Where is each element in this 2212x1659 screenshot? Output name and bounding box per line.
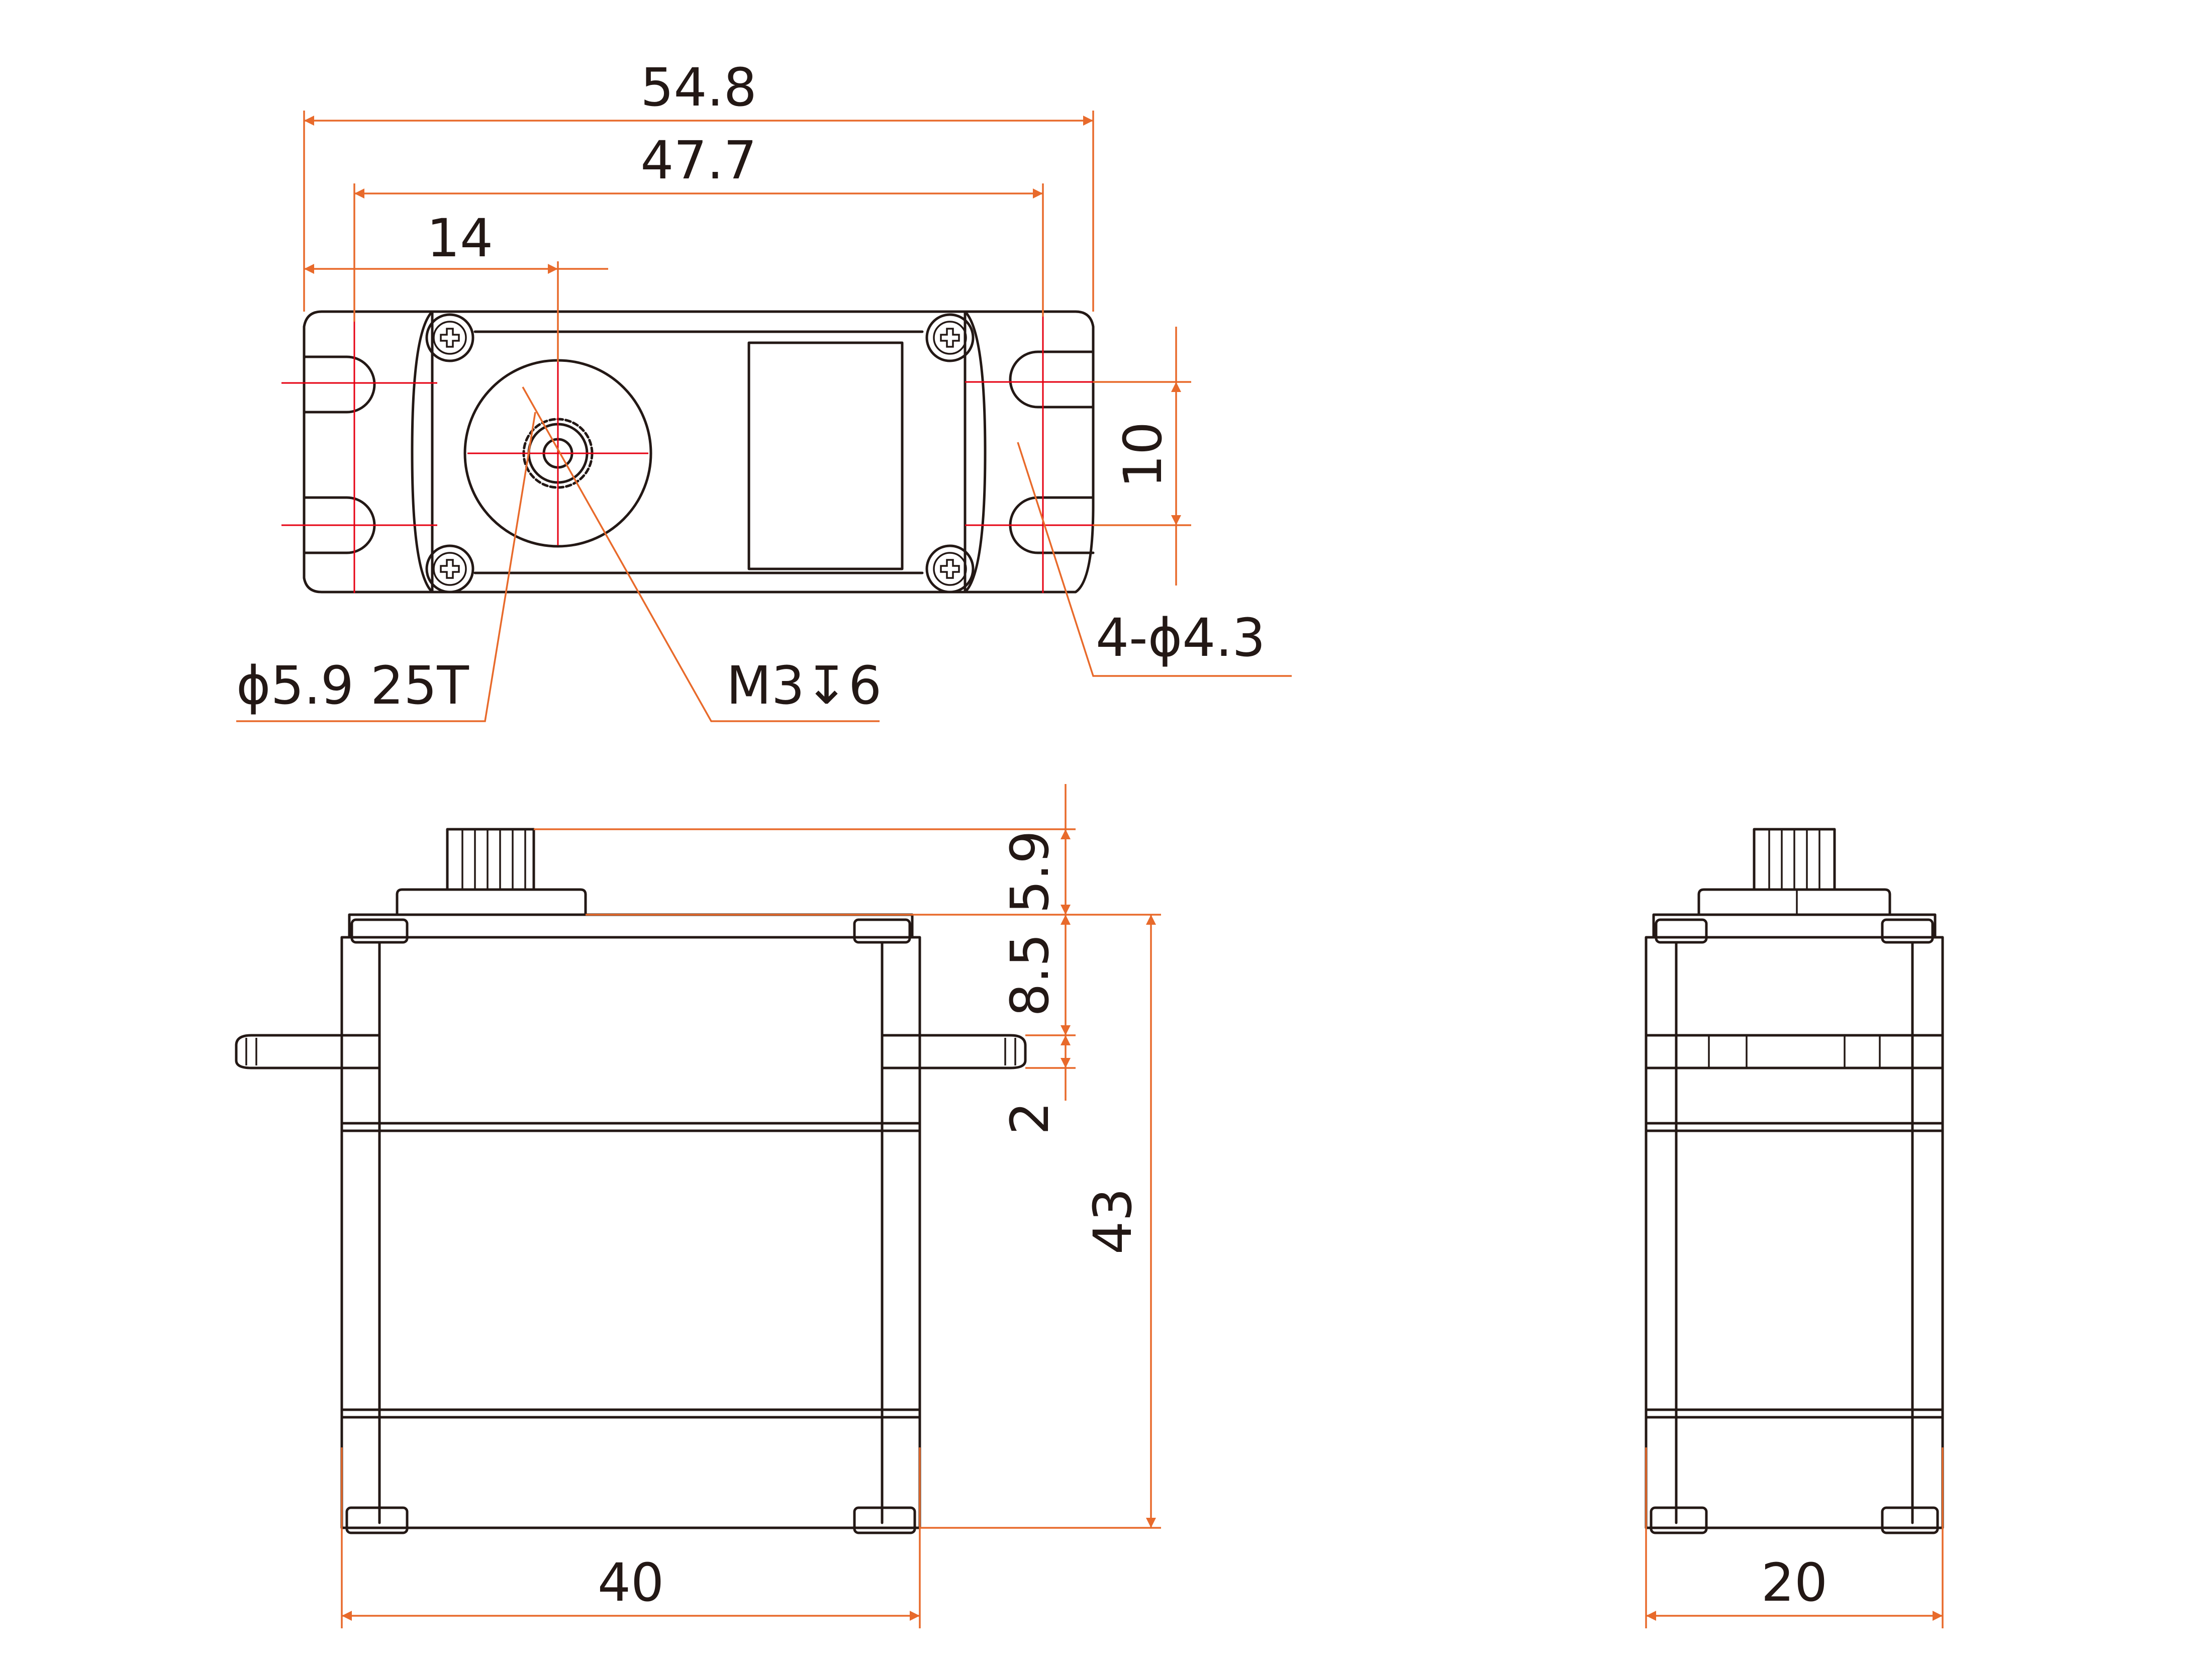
dim-text-mount-holes: 4-ϕ4.3 <box>1096 607 1266 668</box>
front-view-bottom-case <box>340 1408 921 1529</box>
dim-text-flange-to-top: 8.5 <box>999 933 1061 1016</box>
front-view-flange-left <box>235 1034 381 1069</box>
side-view-bottom-case <box>1645 1408 1944 1529</box>
front-view-middle-case <box>340 1122 921 1411</box>
side-view-upper-case <box>1645 936 1944 1125</box>
screw-top-right-icon <box>927 315 973 361</box>
top-view-cover <box>431 310 967 594</box>
top-view-flange-outline <box>303 310 1095 594</box>
front-view-top-cover <box>348 913 914 939</box>
front-view-spline-icon <box>446 828 535 891</box>
mount-slot-top-left <box>303 355 376 414</box>
dim-text-body-depth: 20 <box>1761 1552 1828 1613</box>
front-view: 5.9 8.5 2 43 40 <box>235 784 1161 1628</box>
dim-text-hole-height: 10 <box>1112 422 1174 488</box>
dim-text-body-height: 43 <box>1082 1188 1143 1254</box>
dim-text-flange-thickness: 2 <box>999 1102 1061 1135</box>
dim-text-hole-spacing: 47.7 <box>640 130 757 191</box>
screw-bottom-right-icon <box>927 546 973 592</box>
dim-text-spline: ϕ5.9 25T <box>236 655 469 716</box>
front-view-upper-case <box>340 936 921 1125</box>
front-view-flange-right <box>881 1034 1027 1069</box>
top-view-case-inner <box>411 310 434 594</box>
top-view-case-inner-right <box>964 310 987 594</box>
side-view: 20 <box>1645 828 1944 1628</box>
leader-mount-holes <box>1017 442 1292 677</box>
dim-text-body-length: 40 <box>598 1552 664 1613</box>
dim-text-overall-width: 54.8 <box>640 57 757 118</box>
leader-screw <box>522 386 880 722</box>
dim-text-spline-height: 5.9 <box>999 830 1061 913</box>
dim-text-screw: M3↧6 <box>726 655 882 716</box>
leader-spline <box>236 412 536 722</box>
side-view-middle-case <box>1645 1122 1944 1411</box>
side-view-top-cover <box>1652 913 1937 939</box>
mount-slot-top-right <box>1009 350 1095 409</box>
dim-text-spline-offset: 14 <box>427 208 493 269</box>
label-window <box>747 341 904 570</box>
screw-top-left-icon <box>427 315 473 361</box>
screw-bottom-left-icon <box>427 546 473 592</box>
top-view: 54.8 47.7 14 10 4-ϕ4.3 ϕ5.9 25T M3↧6 <box>236 57 1292 722</box>
